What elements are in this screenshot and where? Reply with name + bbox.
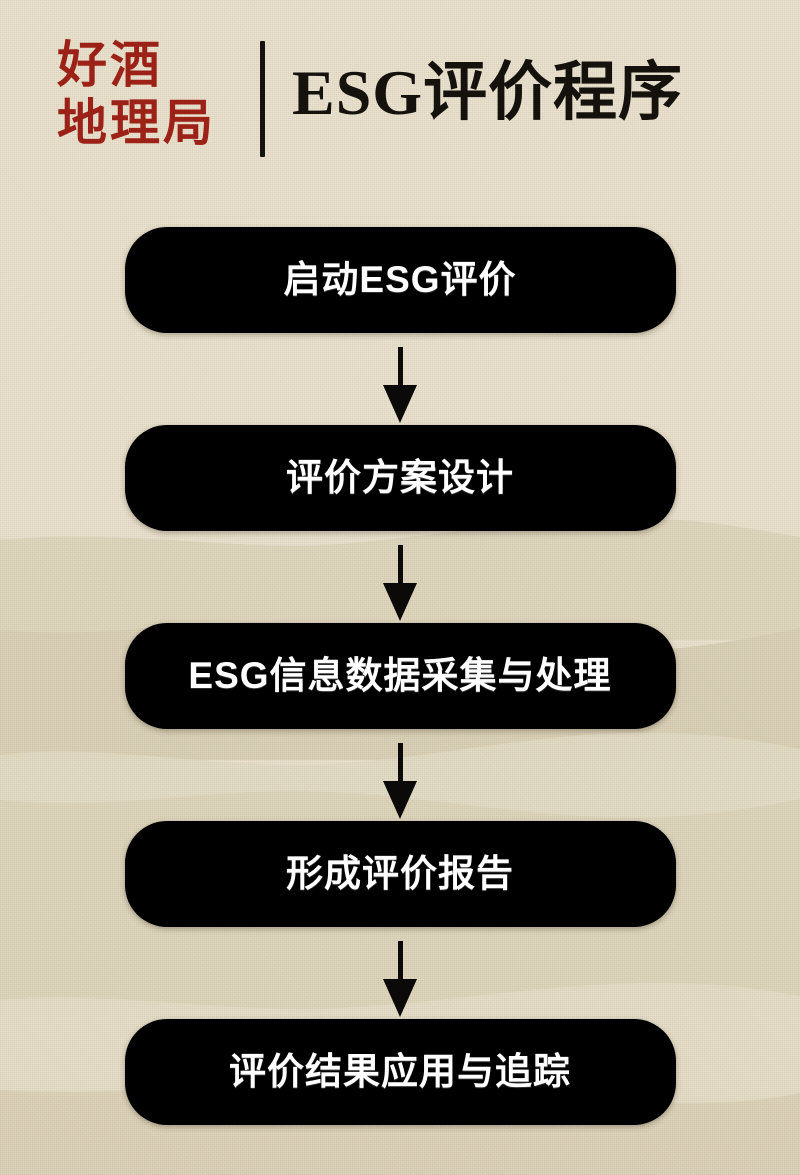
flow-box-1-label: 启动ESG评价 bbox=[283, 259, 517, 300]
flow-box-5[interactable]: 评价结果应用与追踪 bbox=[124, 1019, 676, 1125]
flow-box-3[interactable]: ESG信息数据采集与处理 bbox=[124, 623, 676, 729]
flow-box-2[interactable]: 评价方案设计 bbox=[124, 425, 676, 531]
flow-box-1[interactable]: 启动ESG评价 bbox=[124, 227, 676, 333]
flowchart: 启动ESG评价 评价方案设计 ESG信息数据采集与处理 bbox=[0, 227, 800, 1125]
flow-step-2: 评价方案设计 bbox=[0, 425, 800, 531]
arrow-head bbox=[383, 385, 417, 423]
down-arrow-icon-3 bbox=[370, 729, 430, 821]
flow-step-4: 形成评价报告 bbox=[0, 821, 800, 927]
arrow-head bbox=[383, 979, 417, 1017]
brand-logo-line-1: 好酒 bbox=[57, 37, 163, 93]
brand-logo-line-2: 地理局 bbox=[57, 95, 216, 151]
down-arrow-icon-1 bbox=[370, 333, 430, 425]
flow-box-3-label: ESG信息数据采集与处理 bbox=[188, 655, 612, 696]
flow-box-2-label: 评价方案设计 bbox=[286, 457, 514, 498]
flow-box-4-label: 形成评价报告 bbox=[286, 853, 514, 894]
flow-step-5: 评价结果应用与追踪 bbox=[0, 1019, 800, 1125]
arrow-head bbox=[383, 583, 417, 621]
arrow-head bbox=[383, 781, 417, 819]
brand-logo: 好酒 地理局 bbox=[57, 36, 233, 152]
flow-step-1: 启动ESG评价 bbox=[0, 227, 800, 333]
flow-step-3: ESG信息数据采集与处理 bbox=[0, 623, 800, 729]
flow-box-5-label: 评价结果应用与追踪 bbox=[229, 1051, 571, 1092]
poster-header: 好酒 地理局 ESG评价程序 bbox=[0, 0, 800, 200]
vertical-divider-icon bbox=[260, 41, 265, 157]
down-arrow-icon-2 bbox=[370, 531, 430, 623]
flow-box-4[interactable]: 形成评价报告 bbox=[124, 821, 676, 927]
page-title: ESG评价程序 bbox=[292, 57, 684, 128]
down-arrow-icon-4 bbox=[370, 927, 430, 1019]
